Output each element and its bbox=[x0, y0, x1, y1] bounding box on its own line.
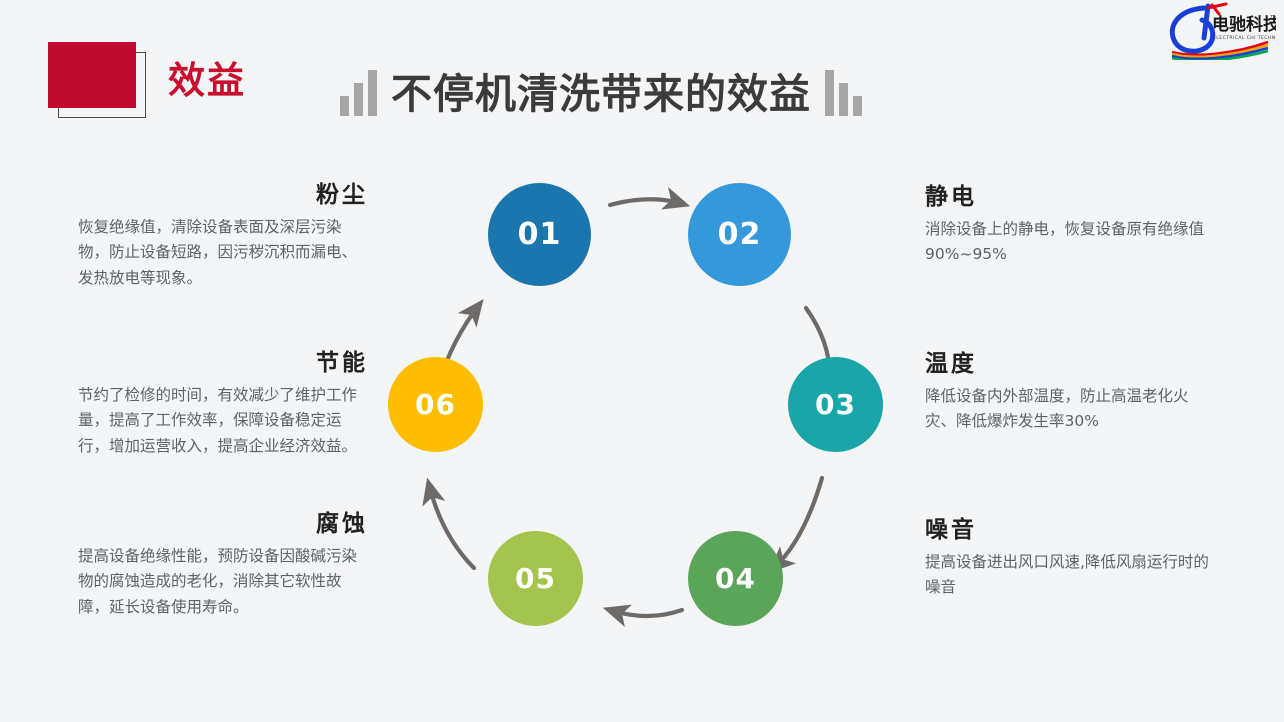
info-block-energy-heading: 节能 bbox=[316, 350, 368, 376]
logo-trademark: TM bbox=[1269, 15, 1276, 21]
info-block-static-heading: 静电 bbox=[925, 184, 977, 210]
info-block-corrosion-body: 提高设备绝缘性能，预防设备因酸碱污染物的腐蚀造成的老化，消除其它软性故障，延长设… bbox=[78, 547, 358, 616]
info-block-temperature: 温度 降低设备内外部温度，防止高温老化火灾、降低爆炸发生率30% bbox=[925, 351, 1215, 435]
info-block-static: 静电 消除设备上的静电，恢复设备原有绝缘值90%~95% bbox=[925, 184, 1215, 268]
company-logo: 电驰科技 ELECTRICAL CHI TECHNOLOGY TM bbox=[1164, 2, 1276, 60]
info-block-energy: 节能 节约了检修的时间，有效减少了维护工作量，提高了工作效率，保障设备稳定运行，… bbox=[78, 350, 368, 459]
info-block-temperature-body: 降低设备内外部温度，防止高温老化火灾、降低爆炸发生率30% bbox=[925, 387, 1189, 431]
kicker-label: 效益 bbox=[168, 59, 246, 102]
cycle-node-01[interactable]: 01 bbox=[488, 183, 591, 286]
cycle-node-02[interactable]: 02 bbox=[688, 183, 791, 286]
cycle-diagram: 01 02 03 04 05 06 bbox=[370, 160, 930, 680]
info-block-corrosion: 腐蚀 提高设备绝缘性能，预防设备因酸碱污染物的腐蚀造成的老化，消除其它软性故障，… bbox=[78, 511, 368, 620]
logo-company-cn: 电驰科技 bbox=[1212, 14, 1276, 35]
bar-chart-decoration-right-icon bbox=[825, 70, 862, 116]
arrow-04-to-05 bbox=[602, 604, 685, 628]
info-block-dust: 粉尘 恢复绝缘值，清除设备表面及深层污染物，防止设备短路，因污秽沉积而漏电、发热… bbox=[78, 182, 368, 291]
info-block-noise: 噪音 提高设备进出风口风速,降低风扇运行时的噪音 bbox=[925, 517, 1215, 601]
cycle-node-03[interactable]: 03 bbox=[788, 357, 883, 452]
arrow-01-to-02 bbox=[607, 187, 691, 210]
logo-company-en: ELECTRICAL CHI TECHNOLOGY bbox=[1213, 35, 1276, 41]
info-block-energy-body: 节约了检修的时间，有效减少了维护工作量，提高了工作效率，保障设备稳定运行，增加运… bbox=[78, 386, 358, 455]
title-block: 不停机清洗带来的效益 bbox=[340, 70, 862, 116]
arrow-05-to-06 bbox=[422, 477, 477, 571]
info-block-dust-heading: 粉尘 bbox=[316, 182, 368, 208]
info-block-noise-body: 提高设备进出风口风速,降低风扇运行时的噪音 bbox=[925, 553, 1209, 597]
info-block-temperature-heading: 温度 bbox=[925, 351, 977, 377]
info-block-corrosion-heading: 腐蚀 bbox=[316, 511, 368, 537]
info-block-dust-body: 恢复绝缘值，清除设备表面及深层污染物，防止设备短路，因污秽沉积而漏电、发热放电等… bbox=[78, 218, 358, 287]
page-title: 不停机清洗带来的效益 bbox=[391, 70, 811, 118]
cycle-node-05[interactable]: 05 bbox=[488, 531, 583, 626]
cycle-node-04[interactable]: 04 bbox=[688, 531, 783, 626]
info-block-static-body: 消除设备上的静电，恢复设备原有绝缘值90%~95% bbox=[925, 220, 1205, 264]
info-block-noise-heading: 噪音 bbox=[925, 517, 977, 543]
arrow-03-to-04 bbox=[768, 475, 825, 574]
section-kicker: 效益 bbox=[48, 42, 244, 118]
bar-chart-decoration-left-icon bbox=[340, 70, 377, 116]
kicker-filled-square bbox=[48, 42, 136, 108]
cycle-node-06[interactable]: 06 bbox=[388, 357, 483, 452]
logo-swoosh-icon bbox=[1170, 2, 1269, 60]
